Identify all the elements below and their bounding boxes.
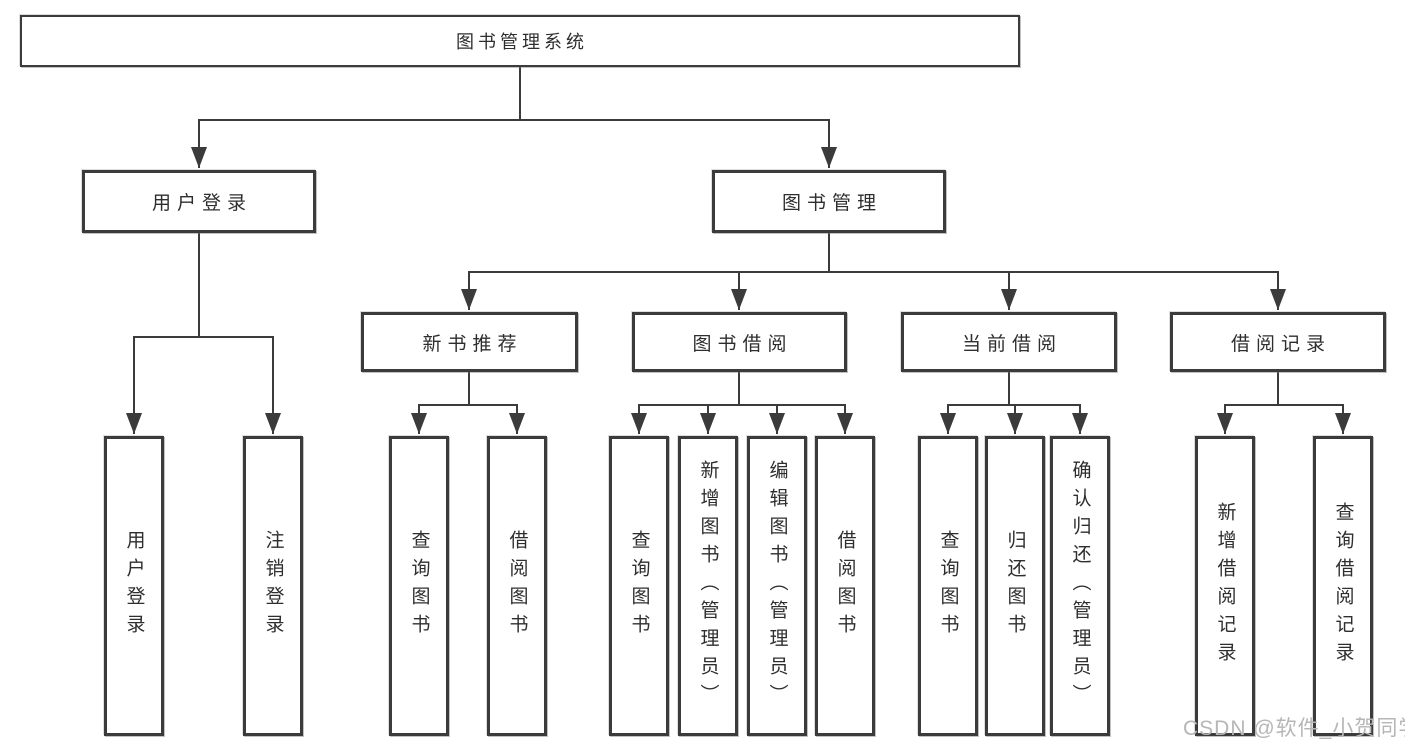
node-label: 借阅记录 — [1230, 333, 1331, 355]
node-label: 新增借阅记录 — [1214, 502, 1236, 670]
leaf-borrowing-add-books-admin: 新增图书（管理员） — [678, 436, 738, 736]
node-label: 用户登录 — [151, 193, 252, 214]
node-label: 归还图书 — [1004, 530, 1026, 642]
leaf-borrowing-borrow-books: 借阅图书 — [815, 436, 875, 736]
node-user-login: 用户登录 — [82, 170, 316, 233]
node-label: 借阅图书 — [506, 530, 528, 642]
leaf-newbook-borrow-books: 借阅图书 — [487, 436, 547, 736]
node-label: 查询借阅记录 — [1332, 502, 1354, 670]
node-current-borrowing: 当前借阅 — [901, 312, 1117, 372]
node-label: 新书推荐 — [422, 333, 523, 355]
leaf-current-return-books: 归还图书 — [985, 436, 1045, 736]
node-label: 查询图书 — [408, 530, 430, 642]
leaf-borrowing-query-books: 查询图书 — [609, 436, 669, 736]
leaf-logout-login: 注销登录 — [243, 436, 303, 736]
node-label: 图书借阅 — [692, 333, 793, 355]
node-book-management: 图书管理 — [712, 170, 946, 233]
node-book-borrowing: 图书借阅 — [632, 312, 847, 372]
node-new-book-recommend: 新书推荐 — [361, 312, 578, 372]
csdn-watermark: CSDN @软件_小贺同学 — [1183, 717, 1405, 740]
node-library-management-system: 图书管理系统 — [20, 15, 1020, 67]
node-label: 当前借阅 — [961, 333, 1062, 355]
leaf-records-add-borrow-record: 新增借阅记录 — [1195, 436, 1255, 736]
leaf-current-query-books: 查询图书 — [918, 436, 978, 736]
leaf-current-confirm-return-admin: 确认归还（管理员） — [1050, 436, 1110, 736]
leaf-newbook-query-books: 查询图书 — [389, 436, 449, 736]
node-label: 注销登录 — [262, 530, 284, 642]
leaf-records-query-borrow-record: 查询借阅记录 — [1313, 436, 1373, 736]
node-label: 查询图书 — [628, 530, 650, 642]
node-label: 图书管理 — [781, 193, 882, 214]
node-label: 编辑图书（管理员） — [766, 460, 788, 712]
node-label: 新增图书（管理员） — [697, 460, 719, 712]
leaf-user-login: 用户登录 — [104, 436, 164, 736]
node-label: 借阅图书 — [834, 530, 856, 642]
node-borrowing-records: 借阅记录 — [1170, 312, 1386, 372]
node-label: 确认归还（管理员） — [1069, 460, 1091, 712]
node-label: 用户登录 — [123, 530, 145, 642]
node-label: 图书管理系统 — [456, 32, 588, 52]
leaf-borrowing-edit-books-admin: 编辑图书（管理员） — [747, 436, 807, 736]
node-label: 查询图书 — [937, 530, 959, 642]
